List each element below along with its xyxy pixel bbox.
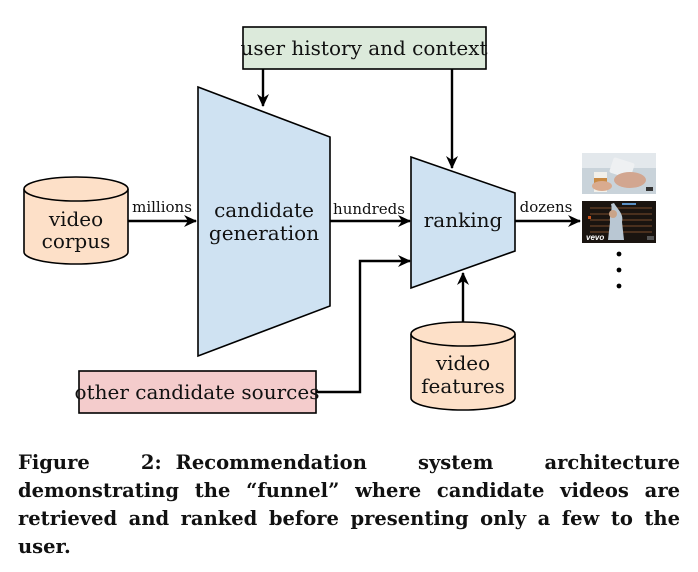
edge-other-sources-to-ranking [316, 255, 411, 394]
edge-label-dozens: dozens [520, 198, 573, 216]
architecture-diagram: user history and context video corpus ca… [23, 26, 656, 414]
other-sources-node: other candidate sources [75, 370, 320, 414]
ranking-label: ranking [424, 208, 503, 232]
phone-and-coffee-thumbnail [582, 153, 656, 194]
edge-label-millions: millions [132, 198, 192, 216]
candidate-generation-label-line2: generation [209, 221, 319, 245]
video-features-node: video features [410, 321, 516, 411]
candidate-generation-node: candidate generation [197, 85, 331, 358]
video-corpus-label-line1: video [48, 207, 103, 231]
user-history-label: user history and context [240, 36, 487, 60]
video-corpus-label-line2: corpus [42, 229, 111, 253]
other-sources-label: other candidate sources [75, 380, 320, 404]
video-features-label-line1: video [435, 351, 490, 375]
candidate-generation-label-line1: candidate [214, 198, 314, 222]
edge-label-hundreds: hundreds [333, 200, 405, 218]
vevo-badge: vevo [586, 233, 604, 242]
ranking-node: ranking [410, 155, 516, 290]
user-history-node: user history and context [240, 26, 488, 70]
vevo-music-video-thumbnail: vevo [582, 201, 656, 243]
video-features-label-line2: features [421, 374, 505, 398]
figure-caption: Figure 2:Recommendation system architect… [18, 449, 680, 561]
figure-number: Figure 2: [18, 451, 162, 474]
caption-text: Recommendation system architecture demon… [18, 451, 680, 558]
more-results-ellipsis-icon [616, 251, 622, 289]
video-corpus-node: video corpus [23, 176, 129, 265]
